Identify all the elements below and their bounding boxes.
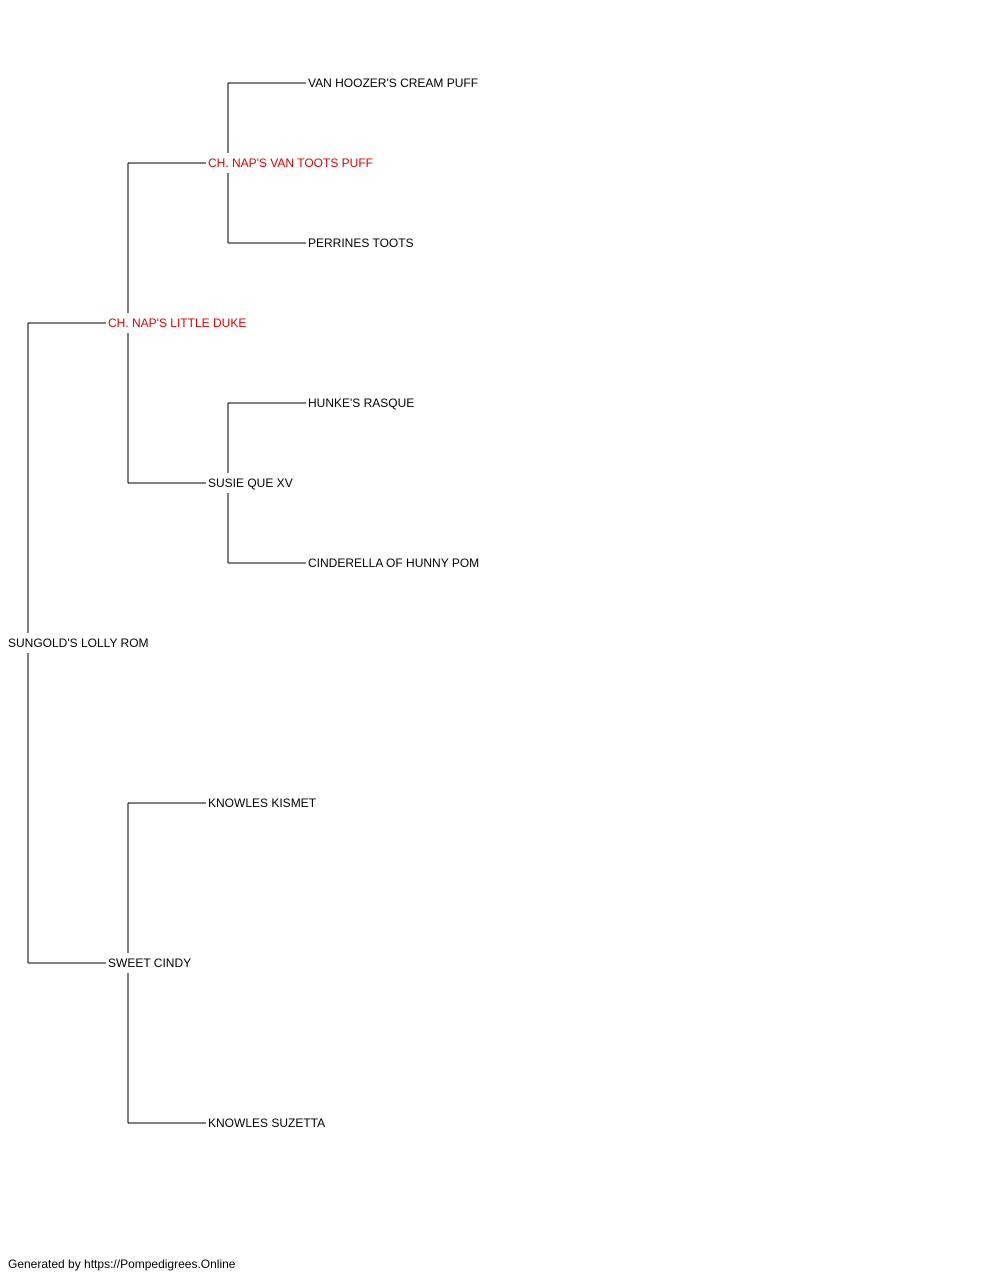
- pedigree-tree: SUNGOLD'S LOLLY ROM CH. NAP'S LITTLE DUKE…: [8, 76, 479, 1130]
- pedigree-node-sire-dam-dam: CINDERELLA OF HUNNY POM: [308, 556, 479, 570]
- pedigree-node-sire: CH. NAP'S LITTLE DUKE: [108, 316, 246, 330]
- generated-by-footer: Generated by https://Pompedigrees.Online: [8, 1257, 236, 1271]
- pedigree-node-sire-sire: CH. NAP'S VAN TOOTS PUFF: [208, 156, 373, 170]
- pedigree-node-sire-sire-dam: PERRINES TOOTS: [308, 236, 414, 250]
- pedigree-node-sire-dam: SUSIE QUE XV: [208, 476, 293, 490]
- pedigree-node-dam-dam: KNOWLES SUZETTA: [208, 1116, 325, 1130]
- connector-lines: [27, 82, 306, 1124]
- pedigree-node-dam: SWEET CINDY: [108, 956, 191, 970]
- node-labels: SUNGOLD'S LOLLY ROM CH. NAP'S LITTLE DUKE…: [8, 76, 479, 1130]
- pedigree-node-dam-sire: KNOWLES KISMET: [208, 796, 317, 810]
- pedigree-node-sire-dam-sire: HUNKE'S RASQUE: [308, 396, 414, 410]
- pedigree-node-subject: SUNGOLD'S LOLLY ROM: [8, 636, 149, 650]
- pedigree-node-sire-sire-sire: VAN HOOZER'S CREAM PUFF: [308, 76, 478, 90]
